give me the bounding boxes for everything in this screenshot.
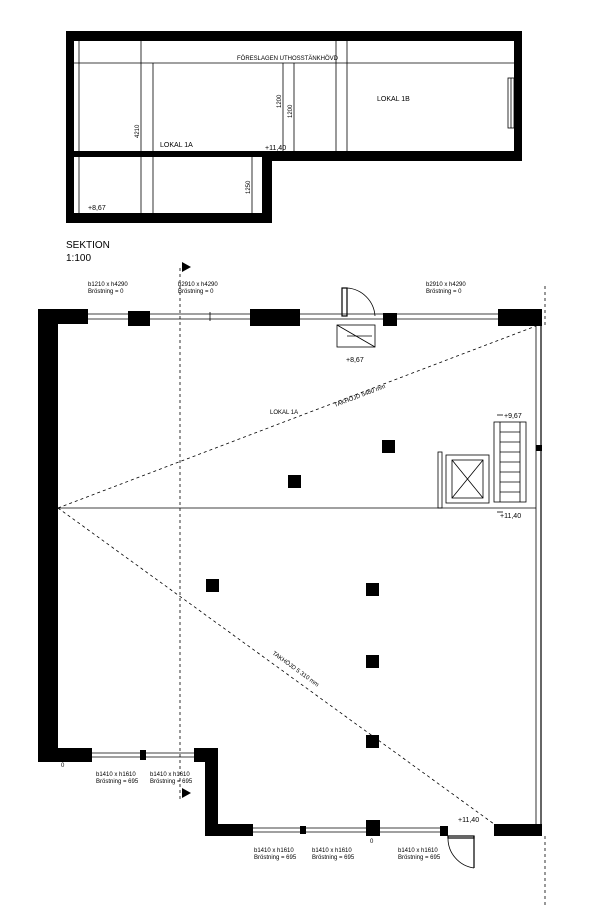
plan-top-pier-2 — [250, 309, 300, 326]
bottom-window-left-2-size: b1410 x h1610 — [150, 772, 190, 778]
section-dim-1200-b: 1200 — [288, 104, 294, 118]
bottom-window-1 — [253, 827, 300, 833]
section-dim-1200-a: 1200 — [277, 94, 283, 108]
column-5 — [366, 655, 379, 668]
diagonal-upper — [57, 325, 537, 509]
bottom-window-3-sill: Bröstning = 695 — [398, 855, 441, 861]
floor-plan: b1210 x h4290 Bröstning = 0 b2910 x h429… — [38, 262, 546, 905]
bottom-window-3-size: b1410 x h1610 — [398, 848, 438, 854]
section-dim-1250: 1250 — [246, 180, 252, 194]
column-4 — [366, 583, 379, 596]
top-window-3-size: b2910 x h4290 — [426, 282, 466, 288]
corner-mark-right: 0 — [370, 839, 374, 845]
bottom-window-1-sill: Bröstning = 695 — [254, 855, 297, 861]
bottom-window-2-size: b1410 x h1610 — [312, 848, 352, 854]
bottom-window-3 — [380, 827, 440, 833]
plan-notch-wall-top — [194, 748, 218, 762]
bottom-window-left-1 — [92, 752, 140, 758]
section-lokal-1a-label: LOKAL 1A — [160, 142, 193, 149]
lift-shaft — [445, 454, 490, 504]
bottom-window-left-2-sill: Bröstning = 695 — [150, 779, 193, 785]
top-window-3 — [300, 313, 498, 320]
top-window-1 — [88, 313, 128, 320]
column-6 — [366, 735, 379, 748]
plan-bottom-left-wall — [38, 748, 92, 762]
top-window-2-size: b2910 x h4290 — [178, 282, 218, 288]
entrance-door-swing — [346, 287, 376, 317]
entrance-landing — [336, 324, 376, 348]
plan-top-wall-left — [38, 309, 88, 324]
plan-left-wall — [38, 309, 58, 762]
section-roof-slab — [66, 31, 522, 41]
section-lokal-1b-label: LOKAL 1B — [377, 96, 410, 103]
level-mezzanine: +11,40 — [500, 513, 521, 520]
bottom-window-1-size: b1410 x h1610 — [254, 848, 294, 854]
plan-bottom-left-pier — [140, 750, 146, 760]
bottom-window-left-2 — [146, 752, 194, 758]
plan-bottom-wall-right — [494, 824, 542, 836]
diagonal-upper-text: TAKHÖJD 5480 mm — [333, 383, 386, 409]
column-2 — [288, 475, 301, 488]
plan-bottom-pier-3 — [440, 826, 448, 836]
level-bottom-right: +11,40 — [458, 817, 479, 824]
section-bottom-floor — [66, 213, 272, 223]
plan-right-notch — [536, 445, 542, 451]
plan-bottom-pier-2 — [366, 820, 380, 836]
exit-door-frame — [447, 835, 475, 839]
section-level-upper: +11,40 — [265, 145, 286, 152]
section-left-wall — [66, 31, 74, 223]
top-window-2-sill: Bröstning = 0 — [178, 289, 214, 295]
mezzanine-guard — [437, 451, 443, 509]
plan-top-wall-right — [498, 309, 542, 326]
column-3 — [206, 579, 219, 592]
section-scale: 1:100 — [66, 253, 91, 264]
level-stair-top: +9,67 — [504, 413, 522, 420]
entrance-door-leaf — [341, 287, 348, 317]
section-mid-floor — [74, 151, 272, 157]
column-1 — [382, 440, 395, 453]
plan-top-pier-3 — [383, 313, 397, 326]
exit-door-swing — [447, 837, 475, 869]
section-level-lower: +8,67 — [88, 205, 106, 212]
plan-top-pier-1 — [128, 311, 150, 326]
top-window-1-sill: Bröstning = 0 — [88, 289, 124, 295]
plan-notch-wall-vertical — [205, 748, 218, 836]
top-window-1-size: b1210 x h4290 — [88, 282, 128, 288]
diagonal-lower-text: TAKHÖJD 5 310 mm — [271, 650, 320, 689]
section-step-wall — [262, 151, 272, 223]
corner-mark-left: 0 — [61, 763, 65, 769]
bottom-window-left-1-sill: Bröstning = 695 — [96, 779, 139, 785]
section-cut-arrow-bottom — [182, 788, 191, 798]
stair — [493, 421, 527, 503]
plan-room-label: LOKAL 1A — [270, 410, 298, 416]
section-title: SEKTION — [66, 240, 110, 251]
section-dim-4210: 4210 — [135, 124, 141, 138]
top-window-2 — [150, 312, 250, 321]
level-entrance: +8,67 — [346, 357, 364, 364]
bottom-window-left-1-size: b1410 x h1610 — [96, 772, 136, 778]
section-view: FÖRESLAGEN UTHOSSTÄNKHÖVD LOKAL 1B LOKAL… — [66, 31, 522, 264]
top-window-3-sill: Bröstning = 0 — [426, 289, 462, 295]
section-step-floor — [272, 151, 522, 161]
section-right-wall — [514, 31, 522, 161]
plan-bottom-wall-left — [205, 824, 253, 836]
plan-bottom-pier-1 — [300, 826, 306, 834]
section-cut-arrow-top — [182, 262, 191, 272]
bottom-window-2-sill: Bröstning = 695 — [312, 855, 355, 861]
section-gallery-note: FÖRESLAGEN UTHOSSTÄNKHÖVD — [237, 55, 339, 62]
bottom-window-2 — [306, 827, 366, 833]
